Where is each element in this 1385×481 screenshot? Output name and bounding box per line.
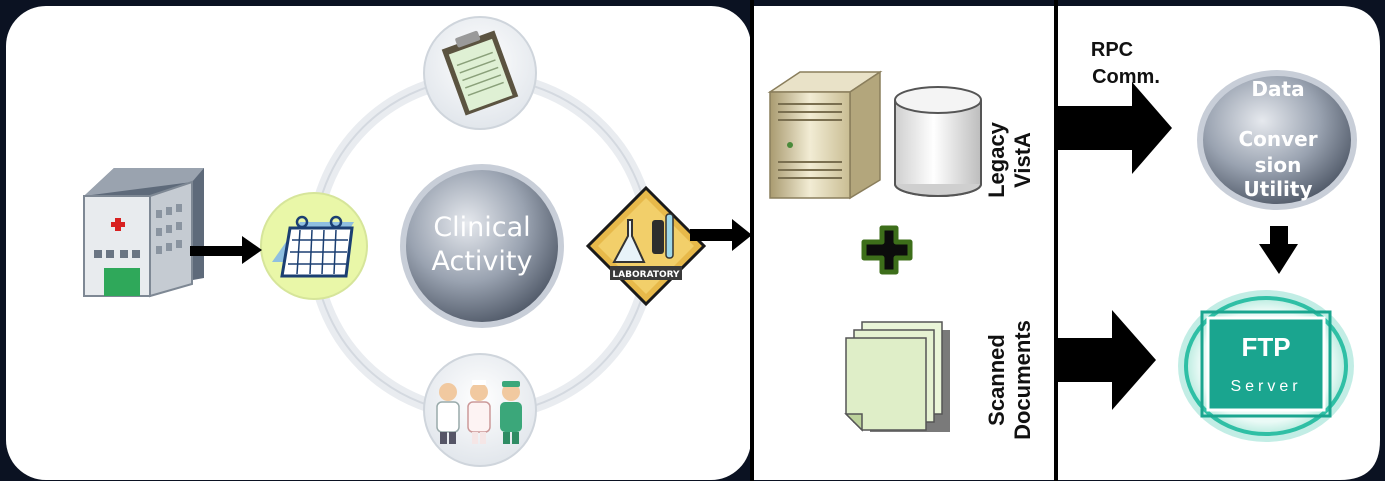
arrow-conversion-to-ftp: [1259, 226, 1298, 274]
scanned-documents-label: Scanned Documents: [984, 320, 1035, 440]
scanned-label-line1: Scanned: [984, 334, 1009, 426]
arrow-scanned-to-ftp: [1058, 310, 1156, 410]
legacy-label-line1: Legacy: [984, 121, 1009, 198]
laboratory-icon: LABORATORY: [585, 185, 707, 307]
ftp-title: FTP: [1241, 332, 1290, 362]
conversion-label-4: Utility: [1244, 177, 1313, 201]
arrows-left: [190, 219, 752, 264]
ftp-server-icon: FTP Server: [1178, 290, 1354, 442]
hospital-icon: [83, 168, 204, 298]
arrow-rpc-to-conversion: [1058, 82, 1172, 174]
divider-right: [1054, 0, 1058, 481]
clinical-activity-orb: Clinical Activity: [400, 164, 564, 328]
rpc-label-line2: Comm.: [1092, 66, 1160, 88]
arrow-hospital-to-calendar: [190, 236, 262, 264]
data-conversion-utility-orb: Data Conver sion Utility: [1197, 70, 1357, 210]
divider-left: [750, 0, 754, 481]
clinical-activity-label-2: Activity: [432, 246, 533, 277]
conversion-label-2: Conver: [1238, 127, 1317, 151]
clinical-activity-label-1: Clinical: [433, 212, 530, 243]
conversion-label-1: Data: [1251, 77, 1304, 101]
conversion-label-3: sion: [1255, 153, 1302, 177]
legacy-label-line2: VistA: [1010, 132, 1035, 188]
scanned-label-line2: Documents: [1010, 320, 1035, 440]
laboratory-badge: LABORATORY: [612, 270, 680, 280]
ftp-subtitle: Server: [1230, 378, 1301, 395]
database-icon: [894, 86, 982, 197]
calendar-icon: [260, 192, 368, 300]
arrow-lab-to-systems: [690, 219, 752, 251]
rpc-label-line1: RPC: [1091, 39, 1133, 61]
legacy-vista-label: Legacy VistA: [984, 121, 1035, 198]
medical-staff-icon: [423, 353, 537, 467]
arrows-right: [1058, 82, 1298, 410]
scanned-documents-icon: [844, 321, 950, 432]
server-icon: [767, 70, 883, 200]
plus-icon: [861, 225, 913, 275]
left-panel: [6, 6, 751, 480]
notepad-icon: [423, 16, 537, 130]
